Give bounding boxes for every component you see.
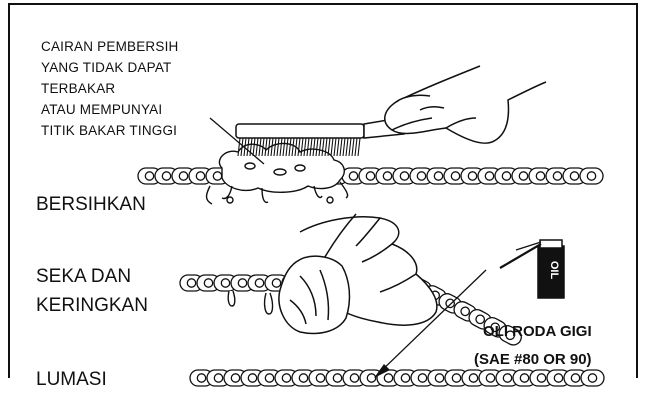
chain-roller [162, 172, 170, 180]
caution-line: CAIRAN PEMBERSIH [41, 36, 178, 57]
bristle [331, 138, 333, 156]
chain-roller [197, 374, 205, 382]
chain-roller [265, 374, 273, 382]
caution-line: ATAU MEMPUNYAI [41, 99, 178, 120]
chain-roller [367, 374, 375, 382]
chain-roller [587, 172, 595, 180]
chain-roller [571, 374, 579, 382]
oil-name-label: OLI RODA GIGI [483, 318, 592, 346]
step-wipe-line: SEKA DAN [36, 262, 148, 291]
chain-roller [451, 172, 459, 180]
step-wipe-line: KERINGKAN [36, 291, 148, 320]
chain-icon [138, 168, 603, 184]
chain-roller [452, 374, 460, 382]
step-clean-label: BERSIHKAN [36, 194, 146, 216]
step-lube-label: LUMASI [36, 369, 107, 391]
bristle [346, 138, 348, 156]
step-wipe-label: SEKA DAN KERINGKAN [36, 262, 148, 320]
chain-roller [299, 374, 307, 382]
chain-roller [553, 172, 561, 180]
chain-roller [502, 172, 510, 180]
chain-roller [418, 374, 426, 382]
chain-roller [238, 279, 246, 287]
chain-roller [333, 374, 341, 382]
chain-roller [570, 172, 578, 180]
bristle [355, 138, 357, 156]
chain-roller [434, 172, 442, 180]
chain-roller [468, 172, 476, 180]
oil-spec-label: (SAE #80 OR 90) [474, 346, 592, 374]
chain-roller [179, 172, 187, 180]
chain-roller [204, 279, 212, 287]
chain-roller [536, 172, 544, 180]
bristle [349, 138, 351, 156]
oil-can-label: OIL [548, 261, 560, 280]
chain-roller [349, 172, 357, 180]
caution-line: YANG TIDAK DAPAT [41, 57, 178, 78]
chain-roller [272, 279, 280, 287]
chain-roller [383, 172, 391, 180]
chain-roller [282, 374, 290, 382]
bristle [334, 138, 336, 156]
chain-roller [350, 374, 358, 382]
hand-icon [385, 66, 546, 143]
caution-line: TERBAKAR [41, 78, 178, 99]
chain-roller [196, 172, 204, 180]
chain-roller [248, 374, 256, 382]
chain-roller [401, 374, 409, 382]
chain-roller [486, 374, 494, 382]
bristle [340, 138, 342, 156]
chain-roller [554, 374, 562, 382]
chain-roller [316, 374, 324, 382]
chain-roller [469, 374, 477, 382]
bristle [337, 138, 339, 156]
chain-roller [255, 279, 263, 287]
chain-roller [214, 374, 222, 382]
chain-roller [519, 172, 527, 180]
cleaning-fluid-caution: CAIRAN PEMBERSIH YANG TIDAK DAPAT TERBAK… [41, 36, 178, 141]
chain-roller [417, 172, 425, 180]
drip-icon [228, 291, 272, 314]
chain-roller [520, 374, 528, 382]
cloth-icon [279, 256, 350, 333]
chain-roller [537, 374, 545, 382]
caution-line: TITIK BAKAR TINGGI [41, 120, 178, 141]
chain-roller [435, 374, 443, 382]
chain-roller [231, 374, 239, 382]
chain-roller [503, 374, 511, 382]
chain-roller [221, 279, 229, 287]
chain-roller [366, 172, 374, 180]
chain-roller [213, 172, 221, 180]
bristle [343, 138, 345, 156]
chain-roller [485, 172, 493, 180]
chain-roller [384, 374, 392, 382]
chain-roller [145, 172, 153, 180]
chain-roller [400, 172, 408, 180]
chain-roller [588, 374, 596, 382]
bristle [358, 138, 360, 156]
bristle [352, 138, 354, 156]
chain-roller [187, 279, 195, 287]
